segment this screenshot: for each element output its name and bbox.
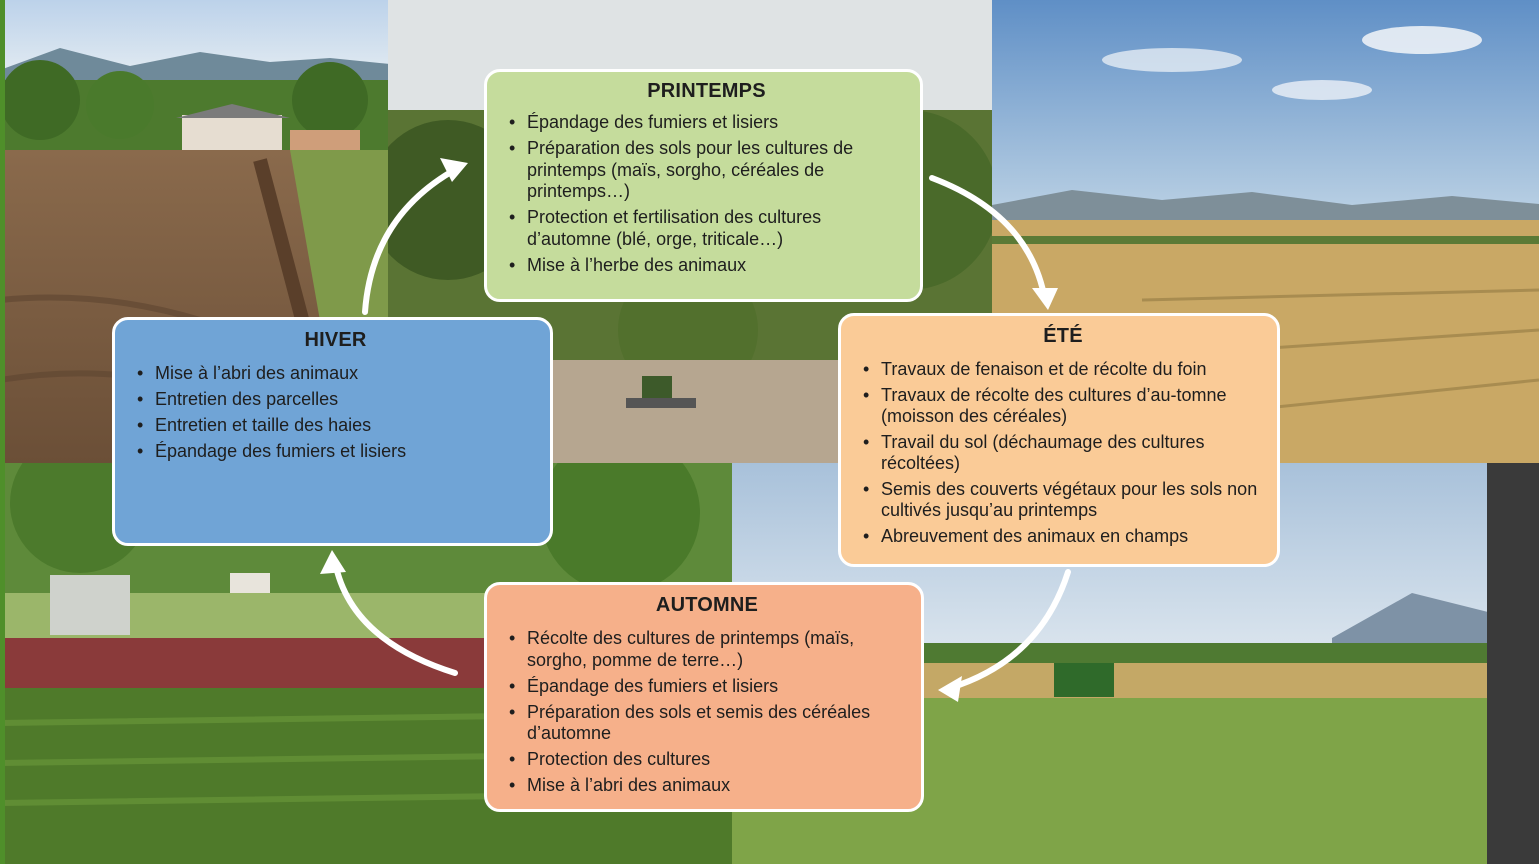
activity-item: Protection et fertilisation des cultures… [507,207,906,250]
activity-list-hiver: Mise à l’abri des animaux Entretien des … [135,363,536,463]
activity-list-printemps: Épandage des fumiers et lisiers Préparat… [507,112,906,276]
season-box-printemps: PRINTEMPS Épandage des fumiers et lisier… [484,69,923,302]
activity-item: Entretien et taille des haies [135,415,536,437]
activity-item: Récolte des cultures de printemps (maïs,… [507,628,907,671]
activity-item: Mise à l’herbe des animaux [507,255,906,277]
activity-item: Préparation des sols pour les cultures d… [507,138,906,203]
activity-item: Épandage des fumiers et lisiers [507,112,906,134]
activity-item: Semis des couverts végétaux pour les sol… [861,479,1265,522]
activity-item: Abreuvement des animaux en champs [861,526,1265,548]
season-title-hiver: HIVER [304,329,367,351]
activity-item: Travail du sol (déchaumage des cultures … [861,432,1265,475]
activity-list-ete: Travaux de fenaison et de récolte du foi… [861,359,1265,547]
activity-item: Mise à l’abri des animaux [507,775,907,797]
activity-item: Épandage des fumiers et lisiers [135,441,536,463]
activity-list-automne: Récolte des cultures de printemps (maïs,… [507,628,907,797]
activity-item: Travaux de fenaison et de récolte du foi… [861,359,1265,381]
season-box-hiver: HIVER Mise à l’abri des animaux Entretie… [112,317,553,546]
activity-item: Préparation des sols et semis des céréal… [507,702,907,745]
season-box-ete: ÉTÉ Travaux de fenaison et de récolte du… [838,313,1280,567]
season-title-ete: ÉTÉ [1043,325,1083,347]
activity-item: Protection des cultures [507,749,907,771]
activity-item: Entretien des parcelles [135,389,536,411]
activity-item: Travaux de récolte des cultures d’au-tom… [861,385,1265,428]
season-box-automne: AUTOMNE Récolte des cultures de printemp… [484,582,924,812]
green-edge-strip [0,0,5,864]
activity-item: Mise à l’abri des animaux [135,363,536,385]
season-title-printemps: PRINTEMPS [647,80,766,102]
activity-item: Épandage des fumiers et lisiers [507,676,907,698]
season-title-automne: AUTOMNE [655,594,759,616]
